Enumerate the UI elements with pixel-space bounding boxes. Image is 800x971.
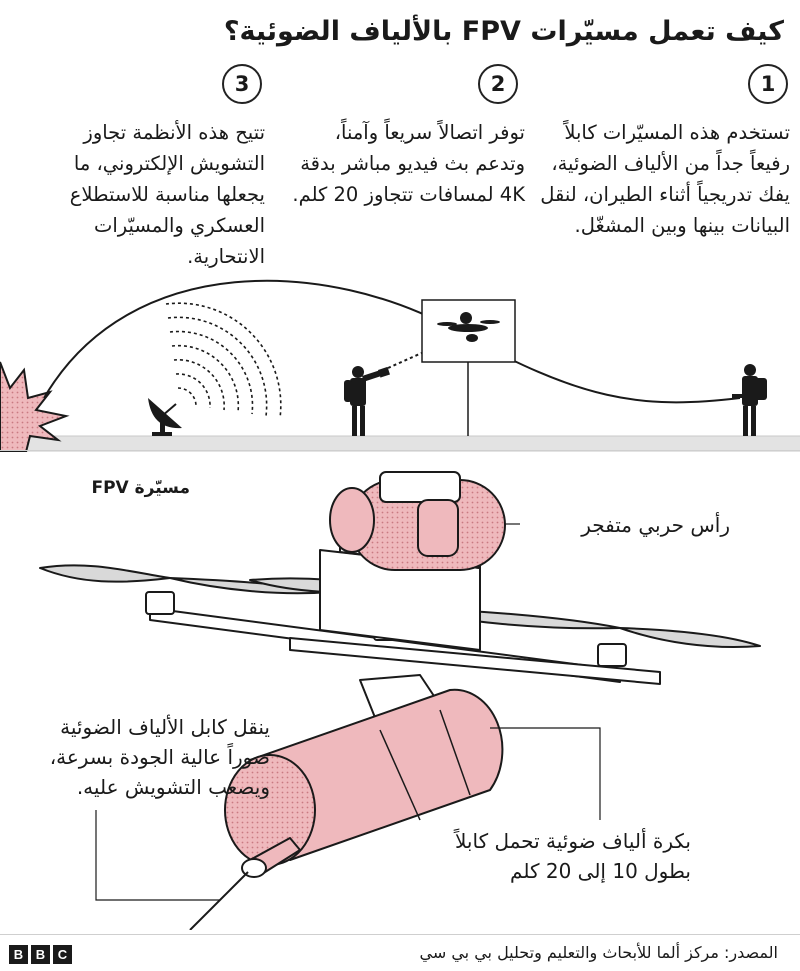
fpv-drone-illustration xyxy=(39,471,761,930)
flight-scene-illustration xyxy=(0,279,800,452)
explosion-icon xyxy=(0,361,70,452)
step-number-3: 3 xyxy=(222,64,262,104)
step-number-2: 2 xyxy=(478,64,518,104)
footer-divider xyxy=(0,934,800,935)
bbc-logo-letter: B xyxy=(31,945,50,964)
bbc-logo: B B C xyxy=(9,945,72,964)
flight-path xyxy=(43,279,741,404)
fiber-cable xyxy=(189,871,249,930)
drone-section-label: مسيّرة FPV xyxy=(91,478,190,498)
warhead-label: رأس حربي متفجر xyxy=(581,513,730,537)
jammer-beam xyxy=(387,335,461,369)
page-title: كيف تعمل مسيّرات FPV بالألياف الضوئية؟ xyxy=(223,16,784,47)
source-note: المصدر: مركز ألما للأبحاث والتعليم وتحلي… xyxy=(419,943,778,962)
spool-leader xyxy=(490,727,601,820)
step-text-1: تستخدم هذه المسيّرات كابلاً رفيعاً جداً … xyxy=(540,121,790,237)
ground xyxy=(0,436,800,452)
step-number-1: 1 xyxy=(748,64,788,104)
soldier-jammer-icon xyxy=(344,366,390,436)
fiber-spool-icon xyxy=(224,688,504,878)
section-divider xyxy=(0,450,800,451)
warhead-icon xyxy=(329,471,506,571)
operator-soldier-icon xyxy=(732,364,767,436)
bbc-logo-letter: C xyxy=(53,945,72,964)
step-text-2: توفر اتصالاً سريعاً وآمناً، وتدعم بث فيد… xyxy=(292,121,525,206)
cable-label: ينقل كابل الألياف الضوئية صوراً عالية ال… xyxy=(49,715,270,799)
step-text-3: تتيح هذه الأنظمة تجاوز التشويش الإلكترون… xyxy=(69,121,265,268)
small-drone-icon xyxy=(437,312,500,342)
spool-label: بكرة ألياف ضوئية تحمل كابلاً بطول 10 إلى… xyxy=(454,829,691,883)
satellite-dish-icon xyxy=(148,398,182,436)
jamming-waves-icon xyxy=(165,302,282,419)
propeller-left xyxy=(39,564,171,583)
cable-leader xyxy=(95,810,220,901)
bbc-logo-letter: B xyxy=(9,945,28,964)
